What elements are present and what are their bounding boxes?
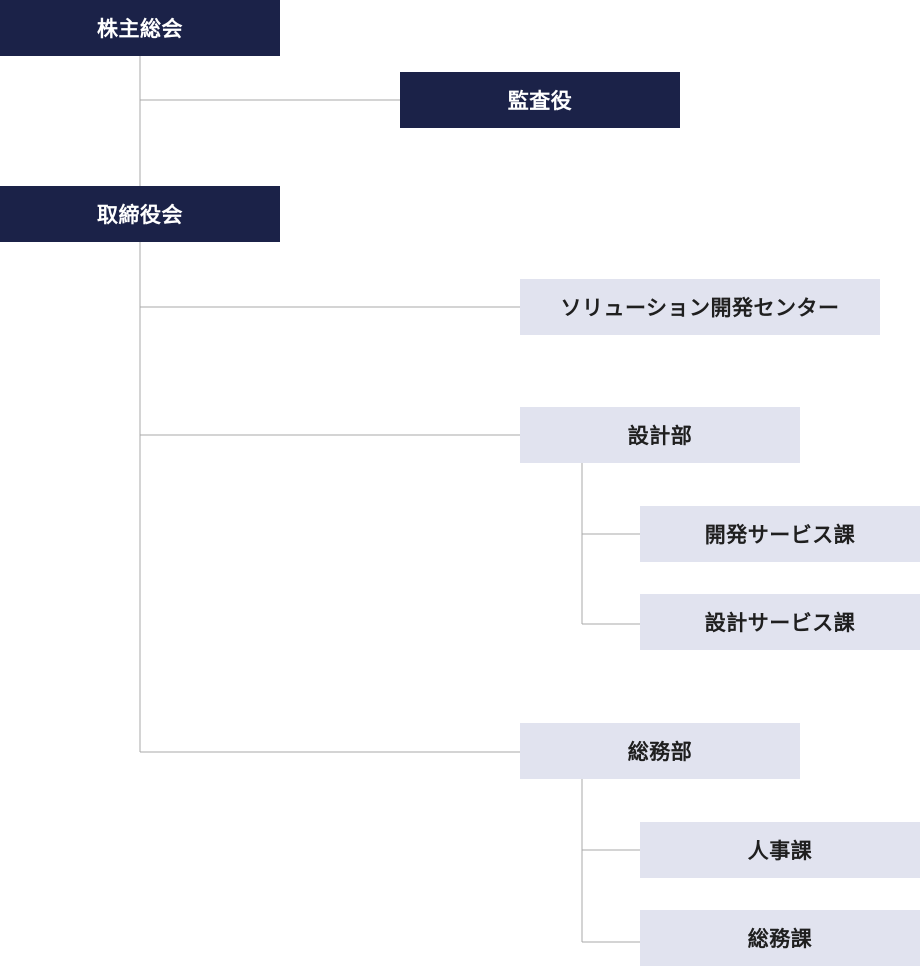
node-label: 開発サービス課 [704,523,856,547]
node-hr-section: 人事課 [640,822,920,878]
node-shareholders: 株主総会 [0,0,280,56]
node-auditor: 監査役 [400,72,680,128]
node-label: 総務課 [747,927,813,951]
node-label: 総務部 [627,740,693,764]
node-label: 監査役 [507,89,573,113]
node-label: 設計部 [627,424,693,448]
node-design-dept: 設計部 [520,407,800,463]
node-board: 取締役会 [0,186,280,242]
node-general-affairs-section: 総務課 [640,910,920,966]
node-label: 設計サービス課 [704,611,856,635]
node-label: 株主総会 [97,17,183,41]
node-design-service-section: 設計サービス課 [640,594,920,650]
node-dev-service-section: 開発サービス課 [640,506,920,562]
node-label: 取締役会 [97,203,183,227]
node-label: ソリューション開発センター [560,296,840,320]
node-label: 人事課 [747,839,813,863]
node-solution-center: ソリューション開発センター [520,279,880,335]
node-general-affairs-dept: 総務部 [520,723,800,779]
